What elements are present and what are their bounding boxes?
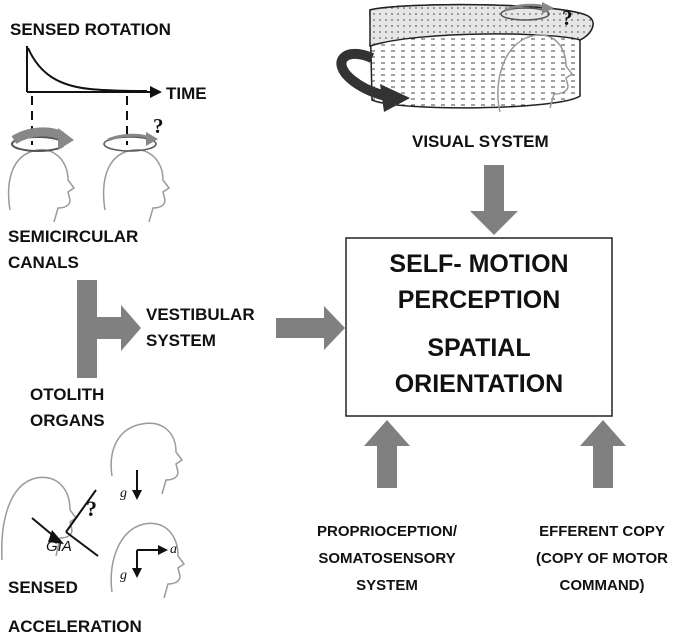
proprioception-line2: SOMATOSENSORY — [318, 550, 456, 567]
proprioception-label: PROPRIOCEPTION/ SOMATOSENSORY SYSTEM — [298, 518, 476, 599]
vestibular-line1: VESTIBULAR — [146, 305, 255, 324]
semicircular-line2: CANALS — [8, 253, 79, 272]
sensed-rotation-label: SENSED ROTATION — [10, 20, 171, 39]
head-icon-2 — [102, 132, 171, 223]
semicircular-line1: SEMICIRCULAR — [8, 227, 139, 246]
acceleration-a-label: a — [170, 542, 177, 557]
gia-head-icon — [1, 476, 78, 561]
decay-curve — [27, 47, 148, 92]
semicircular-canals-label: SEMICIRCULAR CANALS — [8, 224, 138, 276]
translation-head-icon — [110, 522, 186, 599]
proprioception-line1: PROPRIOCEPTION/ — [316, 523, 458, 540]
central-box — [345, 237, 613, 417]
visual-drum — [336, 3, 594, 112]
gravity-label-2: g — [120, 568, 127, 583]
self-motion-line: SELF- MOTION — [389, 250, 569, 278]
efferent-copy-label: EFFERENT COPY (COPY OF MOTOR COMMAND) — [518, 518, 686, 599]
vestibular-system-label: VESTIBULAR SYSTEM — [146, 302, 255, 354]
otolith-line1: OTOLITH — [30, 385, 105, 404]
visual-question-mark: ? — [562, 6, 573, 30]
visual-to-box-arrow — [470, 165, 518, 235]
proprioception-line3: SYSTEM — [356, 577, 418, 594]
acceleration-label: ACCELERATION — [8, 617, 142, 636]
otolith-organs-label: OTOLITH ORGANS — [30, 382, 105, 434]
vestibular-line2: SYSTEM — [146, 331, 216, 350]
rotation-question-mark: ? — [153, 114, 164, 138]
tilt-head-icon — [110, 422, 184, 500]
spacer — [346, 318, 612, 330]
visual-system-label: VISUAL SYSTEM — [412, 132, 549, 151]
vestibular-to-box-arrow — [276, 306, 345, 350]
efferent-to-box-arrow — [580, 420, 626, 488]
central-box-text: SELF- MOTION PERCEPTION SPATIAL ORIENTAT… — [346, 246, 612, 402]
efferent-line3: COMMAND) — [559, 577, 645, 594]
acceleration-question-mark: ? — [86, 496, 97, 521]
perception-line: PERCEPTION — [397, 286, 561, 314]
vestibular-connector — [77, 280, 141, 378]
visual-head-icon — [497, 2, 574, 113]
orientation-line: ORIENTATION — [394, 370, 564, 398]
head-icon-1 — [7, 127, 76, 223]
sensed-label: SENSED — [8, 578, 78, 597]
efferent-line1: EFFERENT COPY — [539, 523, 665, 540]
spatial-line: SPATIAL — [427, 334, 531, 362]
efferent-line2: (COPY OF MOTOR — [536, 550, 668, 567]
time-axis-label: TIME — [166, 84, 207, 103]
gia-label: GIA — [46, 538, 72, 555]
branch-lines — [65, 489, 99, 557]
graph-x-arrowhead — [150, 86, 162, 98]
gravity-label-1: g — [120, 486, 127, 501]
otolith-line2: ORGANS — [30, 411, 105, 430]
sensed-rotation-graph — [26, 46, 162, 145]
proprioception-to-box-arrow — [364, 420, 410, 488]
